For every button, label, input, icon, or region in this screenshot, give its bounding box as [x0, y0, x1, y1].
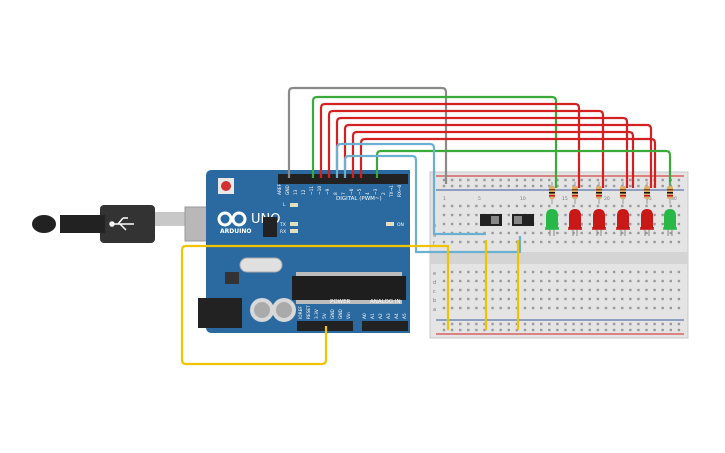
row-letter-a: a: [433, 307, 436, 313]
wire-red-1: [319, 102, 581, 188]
breadboard: j i h g f e d c b a 1 5 10 15 20 25 30: [429, 171, 689, 339]
led-green: [663, 209, 677, 236]
pin-label-aref: AREF: [277, 183, 283, 195]
brand-label: ARDUINO: [220, 228, 251, 235]
pin-label-12: 12: [301, 189, 307, 195]
led-red: [592, 209, 606, 236]
pin-label-3v3: 3.3V: [314, 309, 320, 319]
wire-red-5: [351, 130, 635, 188]
pin-label-a0: A0: [362, 313, 368, 319]
wire-red-3: [335, 116, 629, 188]
row-letter-f: f: [433, 241, 435, 247]
wire-blue-2: [343, 154, 522, 254]
row-letter-d: d: [433, 280, 436, 286]
wire-red-6: [359, 137, 657, 188]
pin-label-gnd: GND: [285, 184, 291, 195]
power-jack: [198, 298, 242, 328]
resistor: [596, 182, 602, 204]
pin-label-2: 2: [381, 192, 387, 195]
wire-green-2: [375, 149, 672, 188]
pin-label-5v: 5V: [322, 313, 328, 319]
col-number-25: 25: [646, 196, 652, 202]
row-letter-c: c: [433, 289, 436, 295]
digital-header-label: DIGITAL (PWM~): [336, 196, 382, 202]
pin-label-a1: A1: [370, 313, 376, 319]
pin-label-6: ~6: [349, 188, 355, 195]
col-number-10: 10: [520, 196, 526, 202]
analog-label: ANALOG IN: [370, 299, 401, 305]
row-letter-b: b: [433, 298, 436, 304]
pin-label-0: RX←0: [397, 184, 403, 197]
pin-label-reset: RESET: [306, 305, 312, 319]
wire-green-1: [311, 95, 558, 188]
pin-label-3: ~3: [373, 188, 379, 195]
pin-label-vin: Vin: [346, 312, 352, 319]
digital-pin-labels: AREF GND 13 12 ~11 ~10 ~9 8 7 ~6 ~5 4 ~3…: [277, 183, 403, 198]
usb-cable: [32, 205, 226, 243]
pin-label-8: 8: [333, 192, 339, 195]
wire-red-2: [327, 109, 605, 188]
center-channel: [430, 252, 688, 264]
pin-label-5: ~5: [357, 188, 363, 195]
pin-label-a2: A2: [378, 313, 384, 319]
pin-label-9: ~9: [325, 188, 331, 195]
pin-label-7: 7: [341, 192, 347, 195]
pin-label-a3: A3: [386, 313, 392, 319]
arduino-board: AREF GND 13 12 ~11 ~10 ~9 8 7 ~6 ~5 4 ~3…: [198, 170, 410, 333]
pin-label-ioref: IOREF: [298, 306, 304, 319]
wire-yellow-5v: [180, 244, 450, 366]
pin-label-4: 4: [365, 192, 371, 195]
column-numbers: 1 5 10 15 20 25 30: [443, 196, 677, 202]
pin-label-a5: A5: [402, 313, 408, 319]
usb-icon: [109, 217, 134, 231]
rx-led-label: RX: [280, 229, 286, 235]
pin-label-11: ~11: [309, 186, 315, 195]
power-pin-labels: IOREF RESET 3.3V 5V GND GND Vin: [298, 305, 352, 319]
pin-label-1: TX→1: [389, 185, 395, 198]
resistor: [620, 182, 626, 204]
led-red: [568, 209, 582, 236]
pin-label-10: ~10: [317, 186, 323, 195]
pin-label-13: 13: [293, 189, 299, 195]
l-led-label: L: [283, 202, 286, 208]
led-red: [616, 209, 630, 236]
col-number-30: 30: [671, 196, 677, 202]
resistor: [549, 182, 555, 204]
power-label: POWER: [330, 299, 351, 305]
wire-gray-gnd: [287, 86, 448, 184]
wire-red-4: [343, 123, 653, 188]
analog-header: [362, 321, 408, 331]
slide-switch-1[interactable]: [480, 214, 502, 226]
usb-chip: [263, 217, 277, 237]
resistor: [572, 182, 578, 204]
col-number-15: 15: [562, 196, 568, 202]
wires: [180, 86, 672, 366]
col-number-20: 20: [604, 196, 610, 202]
wire-blue-1: [335, 142, 486, 236]
digital-header: [278, 174, 408, 184]
slide-switch-2[interactable]: [512, 214, 534, 226]
atmega-chip: [292, 276, 406, 300]
on-led-label: ON: [397, 222, 404, 228]
arduino-logo-icon: [217, 211, 247, 227]
col-number-1: 1: [443, 196, 446, 202]
led-green: [545, 209, 559, 236]
led-red: [640, 209, 654, 236]
pin-label-gnd-2: GND: [338, 308, 344, 319]
col-number-5: 5: [478, 196, 481, 202]
tx-led-label: TX: [279, 222, 286, 228]
resistor: [667, 182, 673, 204]
row-letter-e: e: [433, 271, 436, 277]
resistor: [644, 182, 650, 204]
pin-label-a4: A4: [394, 313, 400, 319]
crystal: [239, 257, 283, 273]
led-resistor-array: [545, 182, 677, 236]
pin-label-gnd-1: GND: [330, 308, 336, 319]
analog-pin-labels: A0 A1 A2 A3 A4 A5: [362, 313, 408, 319]
